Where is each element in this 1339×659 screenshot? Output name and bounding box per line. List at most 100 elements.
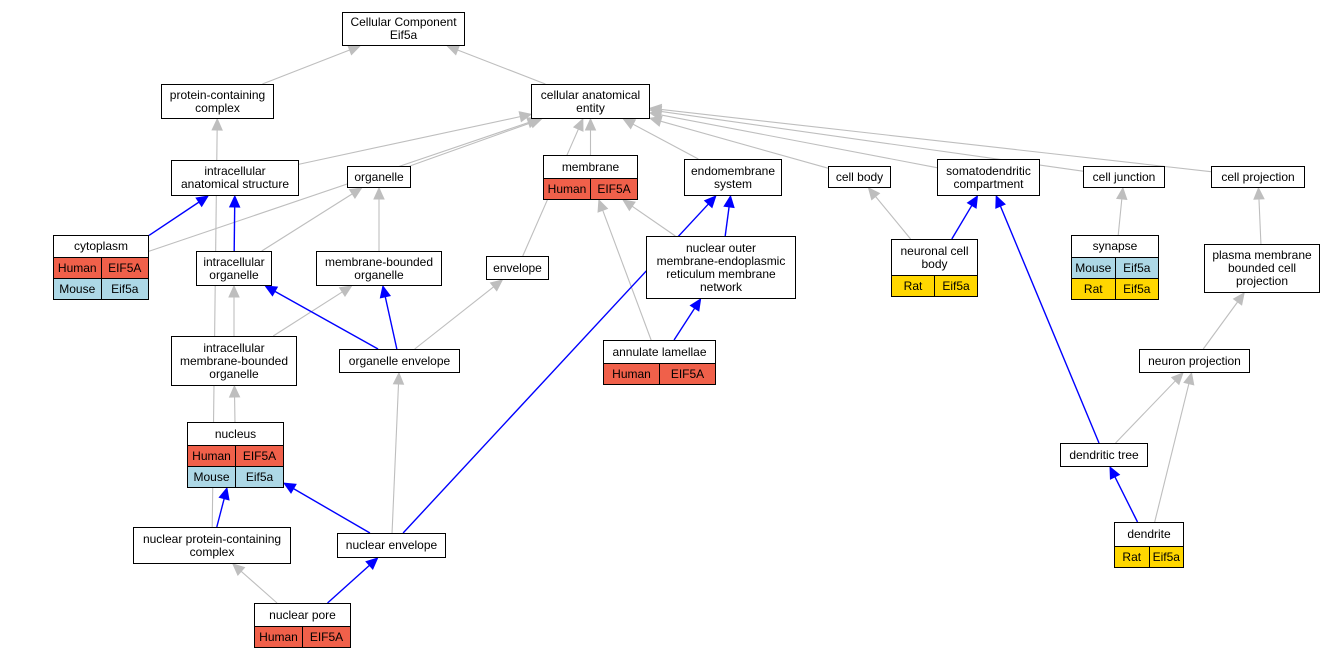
go-term-label: cell body xyxy=(829,167,890,187)
go-term-label: cell junction xyxy=(1084,167,1164,187)
gene-cell: EIF5A xyxy=(100,258,149,278)
edge-cell-projection-to-cell-anat xyxy=(648,103,1212,173)
go-term-org-envelope[interactable]: organelle envelope xyxy=(339,349,460,373)
gene-cell: Eif5a xyxy=(1148,547,1184,567)
edge-line xyxy=(660,114,938,169)
edge-line xyxy=(391,383,400,534)
edge-arrowhead xyxy=(373,186,385,200)
edge-intra-organelle-to-organelle xyxy=(261,187,363,252)
edge-arrowhead xyxy=(379,284,392,299)
edge-arrowhead xyxy=(597,198,609,213)
edge-arrowhead xyxy=(1170,372,1184,386)
go-term-label-line: neuron projection xyxy=(1148,353,1241,368)
edge-arrowhead xyxy=(347,44,362,56)
edge-line xyxy=(414,286,494,350)
go-term-label-line: dendritic tree xyxy=(1069,447,1139,462)
go-term-neuron-proj[interactable]: neuron projection xyxy=(1139,349,1250,373)
go-term-label-line: system xyxy=(713,176,752,191)
edge-line xyxy=(327,564,370,604)
edge-mb-organelle-to-organelle xyxy=(373,186,385,251)
species-cell: Mouse xyxy=(1075,260,1112,275)
edge-arrowhead xyxy=(232,563,246,576)
edge-nuc-outer-to-endomembrane xyxy=(723,194,735,237)
edge-arrowhead xyxy=(211,117,223,131)
gene-cell: EIF5A xyxy=(659,364,715,384)
edge-intra-mb-org-to-intra-organelle xyxy=(228,284,240,336)
go-term-label-line: cell projection xyxy=(1221,169,1295,184)
go-term-label: cell projection xyxy=(1212,167,1304,187)
go-term-organelle[interactable]: organelle xyxy=(347,166,411,188)
go-term-label: organelle xyxy=(348,167,410,187)
edge-arrowhead xyxy=(282,482,297,494)
go-term-label-line: protein-containing xyxy=(169,87,266,102)
go-term-label-line: cell junction xyxy=(1092,169,1156,184)
go-term-label: nuclear pore xyxy=(255,604,350,626)
species-cell: Rat xyxy=(1083,281,1103,296)
go-term-label-line: annulate lamellae xyxy=(612,344,707,359)
edge-plasma-mb-to-cell-projection xyxy=(1253,186,1265,245)
go-term-cell-body[interactable]: cell body xyxy=(828,166,891,188)
go-term-nuc-envelope[interactable]: nuclear envelope xyxy=(337,533,446,558)
go-term-label: neuron projection xyxy=(1140,350,1249,372)
edge-membrane-to-cell-anat xyxy=(584,117,597,155)
edge-line xyxy=(240,570,278,604)
go-term-cell-projection[interactable]: cell projection xyxy=(1211,166,1305,188)
edge-dendritic-tree-to-somatodendritic xyxy=(995,194,1100,444)
edge-line xyxy=(1115,380,1176,444)
go-term-label-line: reticulum membrane xyxy=(666,266,776,281)
go-term-dendritic-tree[interactable]: dendritic tree xyxy=(1060,443,1148,467)
edge-org-envelope-to-envelope xyxy=(414,279,504,350)
go-term-cell-junction[interactable]: cell junction xyxy=(1083,166,1165,188)
edge-line xyxy=(602,210,652,341)
edge-nuc-envelope-to-nucleus xyxy=(282,482,371,534)
edge-arrowhead xyxy=(995,194,1006,209)
species-cell: Human xyxy=(57,260,97,275)
go-term-label-line: organelle xyxy=(354,169,404,184)
edge-arrowhead xyxy=(365,557,379,570)
go-term-label-line: organelle xyxy=(354,267,404,282)
go-term-label: organelle envelope xyxy=(340,350,459,372)
go-term-envelope[interactable]: envelope xyxy=(486,256,549,280)
go-term-label: membrane xyxy=(544,156,637,178)
edge-line xyxy=(384,296,398,350)
go-term-label-line: nuclear envelope xyxy=(345,538,438,552)
edge-arrowhead xyxy=(338,285,353,298)
edge-arrowhead xyxy=(489,279,504,292)
gene-cell: EIF5A xyxy=(235,446,283,466)
go-term-label-line: cell body xyxy=(835,169,884,184)
go-term-label-line: synapse xyxy=(1092,239,1138,253)
edge-nucleus-to-intra-mb-org xyxy=(228,384,241,423)
edge-line xyxy=(999,205,1100,444)
edge-line xyxy=(262,49,350,85)
go-term-label-line: body xyxy=(921,256,948,271)
go-term-label: annulate lamellae xyxy=(604,341,715,363)
edge-nuc-outer-to-membrane xyxy=(622,199,676,237)
